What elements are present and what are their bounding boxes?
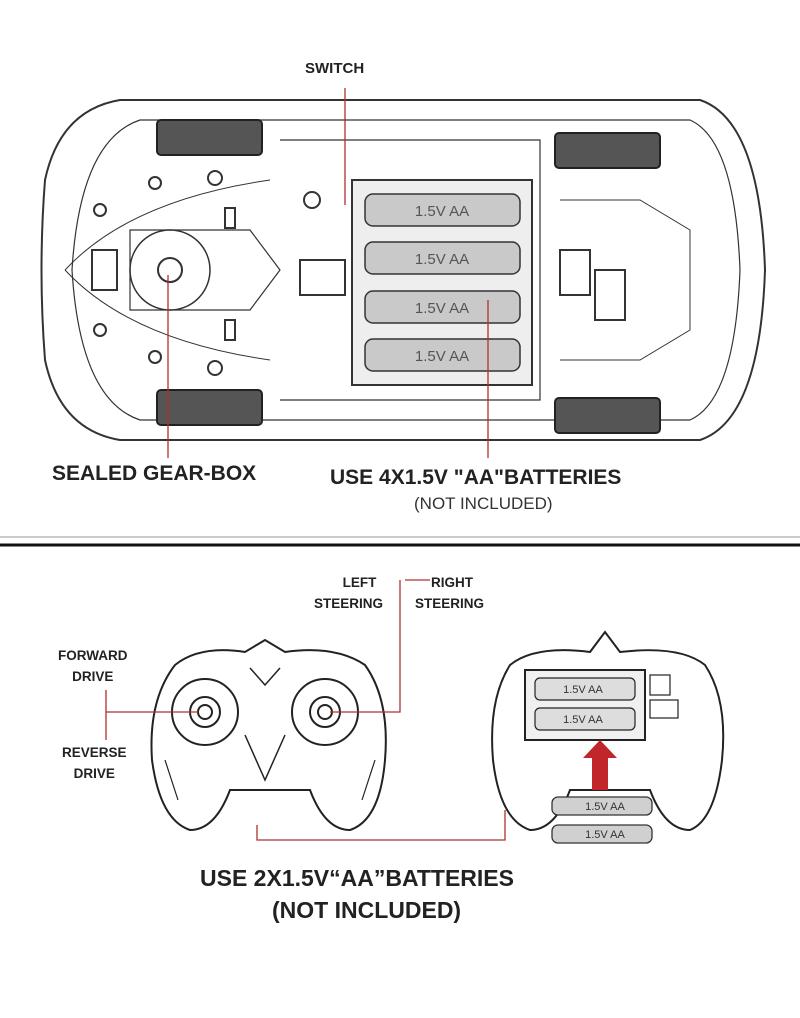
right-steering-label: RIGHT STEERING — [415, 572, 484, 614]
section-divider — [0, 536, 800, 547]
car-battery — [364, 193, 521, 372]
car-battery-label: 1.5V AA — [415, 348, 469, 365]
left-steering-label: LEFT STEERING — [314, 572, 383, 614]
leader-lines-car — [167, 88, 489, 458]
car-wheels — [156, 119, 661, 434]
left-steering-line2: STEERING — [314, 596, 384, 611]
loose-battery-label: 1.5V AA — [585, 801, 625, 813]
right-steering-line1: RIGHT — [431, 575, 473, 590]
reverse-drive-line2: DRIVE — [73, 766, 115, 781]
reverse-drive-label: REVERSE DRIVE — [62, 742, 127, 784]
controller-battery-instruction: USE 2X1.5V“AA”BATTERIES — [200, 865, 514, 891]
car-battery-note: (NOT INCLUDED) — [414, 494, 553, 513]
car-battery-label: 1.5V AA — [415, 300, 469, 317]
car-chassis — [40, 99, 767, 441]
loose-battery-label: 1.5V AA — [585, 829, 625, 841]
wheel-front-right — [156, 389, 263, 426]
reverse-drive-line1: REVERSE — [62, 745, 127, 760]
controller-battery-note: (NOT INCLUDED) — [272, 897, 462, 923]
car-battery-label: 1.5V AA — [415, 251, 469, 268]
forward-drive-label: FORWARD DRIVE — [58, 645, 128, 687]
forward-drive-line1: FORWARD — [58, 648, 128, 663]
switch-label: SWITCH — [305, 60, 365, 77]
left-steering-line1: LEFT — [342, 575, 377, 590]
right-steering-line2: STEERING — [415, 596, 485, 611]
car-battery-label: 1.5V AA — [415, 203, 469, 220]
car-battery-compartment: 1.5V AA 1.5V AA 1.5V AA 1.5V AA — [351, 179, 533, 386]
wheel-front-left — [156, 119, 263, 156]
wheel-rear-left — [554, 132, 661, 169]
loose-batteries — [551, 796, 653, 844]
leader-lines-controller — [105, 579, 506, 841]
insert-arrow-icon — [583, 740, 617, 790]
controller-battery-label: 1.5V AA — [563, 684, 603, 696]
wheel-rear-right — [554, 397, 661, 434]
controller-back — [491, 630, 725, 832]
forward-drive-line2: DRIVE — [72, 669, 114, 684]
controller-battery-label: 1.5V AA — [563, 714, 603, 726]
controller-front — [150, 638, 387, 832]
gearbox-label: SEALED GEAR-BOX — [52, 462, 257, 485]
car-battery-instruction: USE 4X1.5V "AA"BATTERIES — [330, 466, 622, 489]
